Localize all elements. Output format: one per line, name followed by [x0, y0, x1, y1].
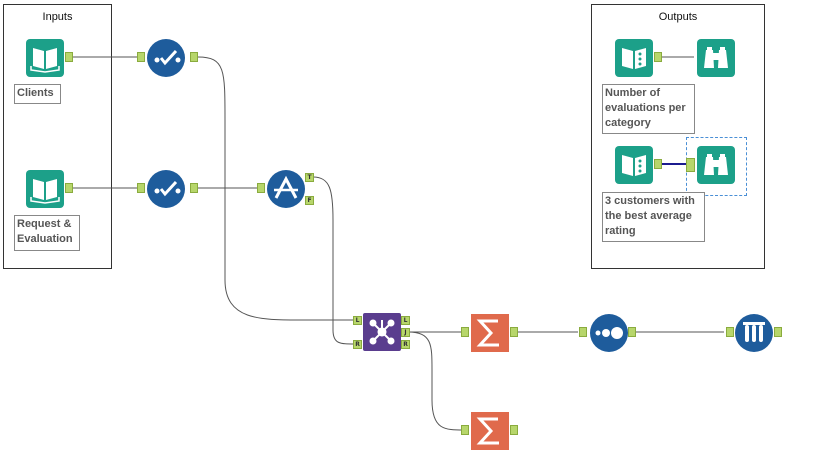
- annotation-number-evaluations: Number of evaluations per category: [602, 84, 695, 134]
- join-left-input-anchor[interactable]: L: [353, 316, 362, 325]
- input-anchor[interactable]: [461, 327, 469, 337]
- book-icon: [26, 39, 64, 77]
- input-anchor[interactable]: [137, 52, 145, 62]
- filter-tool[interactable]: [266, 169, 306, 209]
- output-anchor[interactable]: [190, 52, 198, 62]
- outputs-container-title: Outputs: [658, 11, 698, 23]
- input-anchor[interactable]: [686, 158, 695, 172]
- input-data-tool-clients[interactable]: [25, 38, 65, 78]
- join-join-output-anchor[interactable]: J: [401, 328, 410, 337]
- wire-join-to-summarize2: [407, 331, 465, 431]
- annotation-request-evaluation: Request & Evaluation: [14, 215, 80, 251]
- select-tool-1[interactable]: [146, 38, 186, 78]
- input-anchor[interactable]: [579, 327, 587, 337]
- wire-select-to-join-left: [197, 56, 355, 321]
- binoculars-icon: [697, 146, 735, 184]
- output-anchor[interactable]: [628, 327, 636, 337]
- output-anchor[interactable]: [65, 52, 73, 62]
- inputs-container-title: Inputs: [42, 11, 73, 23]
- wire-filter-to-join-right: [312, 176, 356, 345]
- sigma-icon: [471, 314, 509, 352]
- output-data-tool-2[interactable]: [614, 145, 654, 185]
- sample-dots-icon: [590, 314, 628, 352]
- input-anchor[interactable]: [137, 183, 145, 193]
- output-anchor[interactable]: [65, 183, 73, 193]
- output-anchor[interactable]: [654, 52, 662, 62]
- sigma-icon: [471, 412, 509, 450]
- book-icon: [26, 170, 64, 208]
- select-tool-2[interactable]: [146, 169, 186, 209]
- checkmark-icon: [147, 39, 185, 77]
- input-anchor[interactable]: [257, 183, 265, 193]
- test-tubes-icon: [735, 314, 773, 352]
- output-data-tool-1[interactable]: [614, 38, 654, 78]
- output-anchor[interactable]: [510, 425, 518, 435]
- input-data-tool-request-evaluation[interactable]: [25, 169, 65, 209]
- filter-false-anchor[interactable]: F: [305, 196, 314, 205]
- join-tool[interactable]: [362, 312, 402, 352]
- sample-tool[interactable]: [589, 313, 629, 353]
- binoculars-icon: [697, 39, 735, 77]
- filter-icon: [267, 170, 305, 208]
- filter-true-anchor[interactable]: T: [305, 173, 314, 182]
- output-book-icon: [615, 39, 653, 77]
- formula-tool[interactable]: [734, 313, 774, 353]
- checkmark-icon: [147, 170, 185, 208]
- summarize-tool-1[interactable]: [470, 313, 510, 353]
- output-anchor[interactable]: [654, 159, 662, 169]
- browse-tool-2[interactable]: [696, 145, 736, 185]
- output-anchor[interactable]: [510, 327, 518, 337]
- input-anchor[interactable]: [726, 327, 734, 337]
- join-icon: [363, 313, 401, 351]
- annotation-top-customers: 3 customers with the best average rating: [602, 192, 705, 242]
- summarize-tool-2[interactable]: [470, 411, 510, 451]
- annotation-clients: Clients: [14, 84, 61, 104]
- browse-tool-1[interactable]: [696, 38, 736, 78]
- input-anchor[interactable]: [461, 425, 469, 435]
- output-anchor[interactable]: [190, 183, 198, 193]
- output-anchor[interactable]: [774, 327, 782, 337]
- join-right-output-anchor[interactable]: R: [401, 340, 410, 349]
- join-left-output-anchor[interactable]: L: [401, 316, 410, 325]
- join-right-input-anchor[interactable]: R: [353, 340, 362, 349]
- output-book-icon: [615, 146, 653, 184]
